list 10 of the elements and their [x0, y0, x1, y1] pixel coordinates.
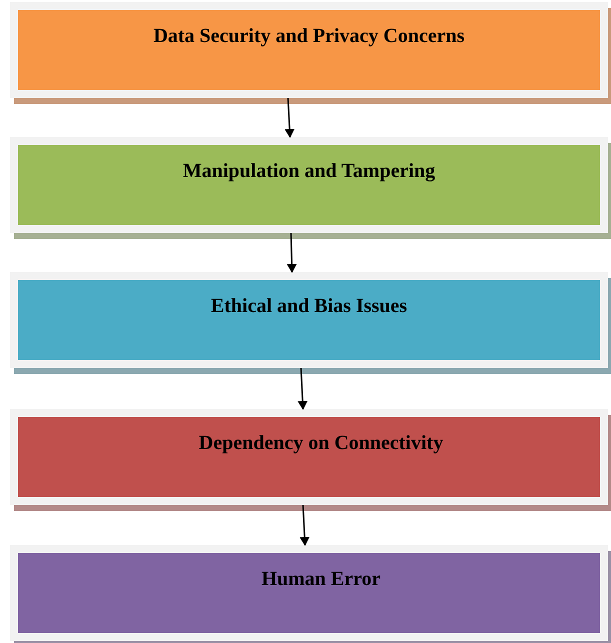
arrow [284, 98, 295, 138]
box-label: Dependency on Connectivity [198, 431, 444, 456]
arrow [298, 368, 308, 410]
box-label: Manipulation and Tampering [182, 159, 436, 184]
process-box [10, 545, 608, 641]
box-label: Data Security and Privacy Concerns [153, 24, 465, 49]
box-label: Ethical and Bias Issues [210, 294, 408, 319]
box-label: Human Error [261, 567, 381, 592]
arrow [300, 504, 310, 546]
arrow [286, 232, 297, 273]
